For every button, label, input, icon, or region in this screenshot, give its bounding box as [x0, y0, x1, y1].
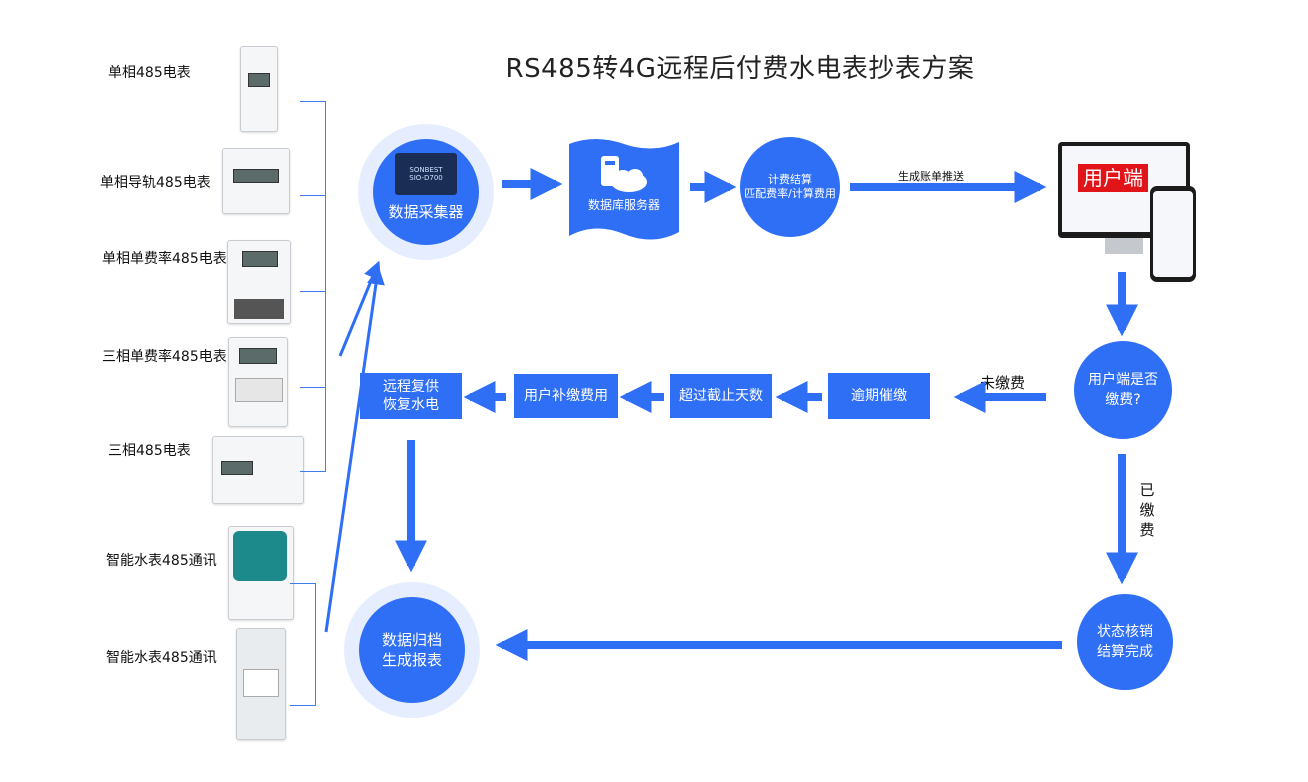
- archive-line2: 生成报表: [381, 651, 442, 669]
- device-label-single-phase-rail: 单相导轨485电表: [100, 175, 211, 191]
- decision-node: 用户端是否 缴费?: [1074, 341, 1172, 439]
- decision-line1: 用户端是否: [1088, 372, 1158, 388]
- device-label-three-phase-rate: 三相单费率485电表: [102, 349, 227, 365]
- status-line2: 结算完成: [1097, 644, 1153, 660]
- step-remote-restore: 远程复供 恢复水电: [360, 373, 462, 419]
- device-label-single-rate: 单相单费率485电表: [102, 251, 227, 267]
- single-rate-meter-image: [227, 240, 291, 324]
- database-label: 数据库服务器: [587, 198, 660, 212]
- device-label-single-phase: 单相485电表: [108, 65, 191, 81]
- decision-line2: 缴费?: [1105, 392, 1141, 408]
- arrow-water-to-collector: [324, 266, 385, 633]
- water-meter-2-image: [236, 628, 286, 740]
- collector-device-icon: SONBEST SIO-D700: [395, 152, 457, 195]
- unpaid-label: 未缴费: [980, 374, 1026, 392]
- push-label: 生成账单推送: [898, 170, 964, 183]
- rail-meter-image: [222, 148, 290, 214]
- bracket-tick: [300, 291, 326, 292]
- server-cloud-icon: [601, 156, 647, 192]
- archive-node: 数据归档 生成报表: [359, 597, 465, 703]
- bracket-tick: [300, 195, 326, 196]
- monitor-stand: [1105, 238, 1143, 254]
- device-label-three-phase: 三相485电表: [108, 443, 191, 459]
- status-line1: 状态核销: [1097, 624, 1153, 640]
- device-label-water-meter-1: 智能水表485通讯: [106, 553, 217, 569]
- three-phase-rate-meter-image: [228, 337, 288, 427]
- status-node: 状态核销 结算完成: [1077, 594, 1173, 690]
- collector-brand: SONBEST: [409, 165, 443, 174]
- collector-node: SONBEST SIO-D700 数据采集器: [373, 139, 479, 245]
- page-title: RS485转4G远程后付费水电表抄表方案: [505, 54, 975, 84]
- water-meter-bracket: [290, 583, 316, 706]
- device-label-water-meter-2: 智能水表485通讯: [106, 650, 217, 666]
- three-phase-meter-image: [212, 436, 304, 504]
- single-phase-meter-image: [240, 46, 278, 132]
- step-exceed-deadline: 超过截止天数: [670, 374, 772, 418]
- electric-meter-bracket: [300, 101, 326, 472]
- billing-line1: 计费结算: [768, 173, 812, 186]
- billing-line2: 匹配费率/计算费用: [744, 187, 836, 200]
- paid-label: 已 缴 费: [1139, 481, 1155, 539]
- collector-label: 数据采集器: [388, 202, 464, 221]
- archive-line1: 数据归档: [381, 631, 442, 649]
- water-meter-1-image: [228, 526, 294, 620]
- client-phone-image: [1150, 186, 1196, 282]
- step-overdue: 逾期催缴: [828, 373, 930, 419]
- step-user-repay: 用户补缴费用: [514, 374, 618, 418]
- collector-model: SIO-D700: [409, 173, 443, 182]
- billing-node: 计费结算 匹配费率/计算费用: [740, 137, 840, 237]
- client-badge: 用户端: [1078, 164, 1148, 192]
- bracket-tick: [300, 387, 326, 388]
- database-node: [569, 139, 679, 240]
